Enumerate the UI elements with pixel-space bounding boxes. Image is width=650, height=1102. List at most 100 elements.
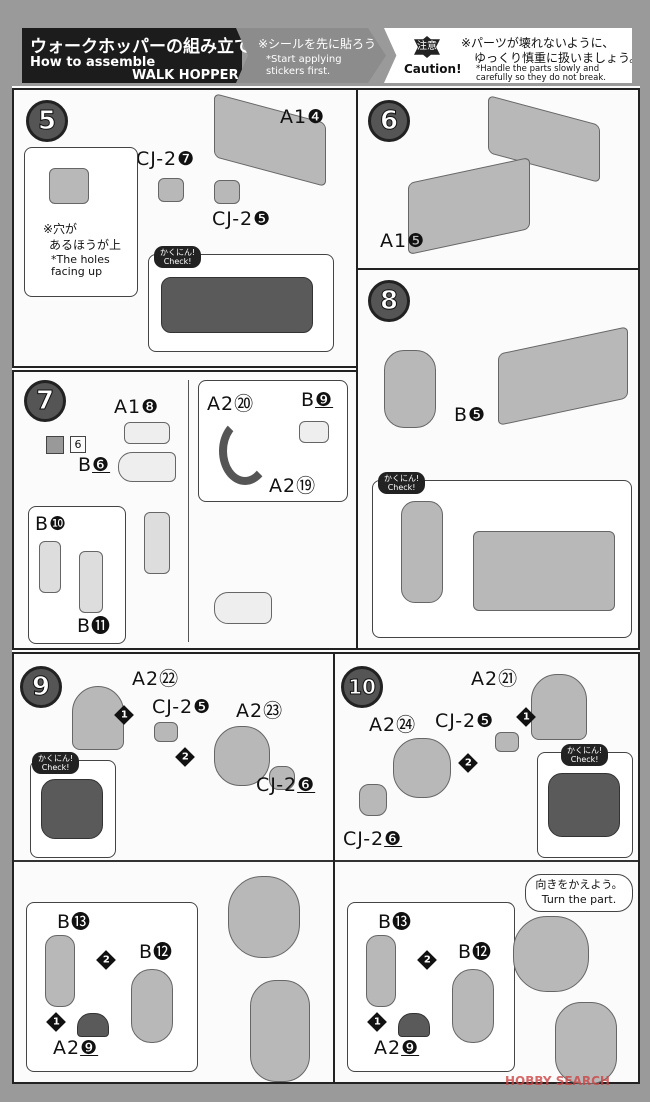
check-badge: かくにん!Check! xyxy=(378,472,426,494)
divider xyxy=(14,860,333,862)
horn-subassembly-box: A2⑳ B❾ A2⑲ xyxy=(198,380,348,502)
caution-en: *Handle the parts slowly and carefully s… xyxy=(476,64,606,83)
check-en: Check! xyxy=(570,755,599,764)
part-label: A1❺ xyxy=(380,230,426,252)
sticker-number: 6 xyxy=(70,436,86,453)
part-cj2-6 xyxy=(359,784,387,816)
part-leg xyxy=(250,980,310,1082)
part-a2-24 xyxy=(393,738,451,798)
part-label: A2㉔ xyxy=(369,714,417,736)
order-marker: 2 xyxy=(458,753,478,773)
leg-subassembly-box: B⓭ 2 B⓬ 1 A2❾ xyxy=(26,902,198,1072)
step-9-panel: 9 A2㉒ 1 CJ-2❺ A2㉓ 2 CJ-2❻ かくにん!Check! B⓭… xyxy=(12,652,335,1084)
check-jp: かくにん! xyxy=(160,248,196,257)
caution-label: Caution! xyxy=(404,62,462,76)
part-number: ❻ xyxy=(92,454,111,476)
title-en-2: WALK HOPPER xyxy=(132,68,239,83)
check-image-head xyxy=(401,501,443,603)
part-b13 xyxy=(45,935,75,1007)
check-jp: かくにん! xyxy=(38,754,74,763)
part-a2-20 xyxy=(219,417,271,485)
part-b6 xyxy=(118,452,176,482)
step-number: 8 xyxy=(368,280,410,322)
header-title-block: ウォークホッパーの組み立て How to assemble WALK HOPPE… xyxy=(22,28,251,83)
check-image xyxy=(548,773,620,837)
order-number: 1 xyxy=(52,1016,60,1027)
check-box xyxy=(372,480,632,638)
step-6-panel: 6 A1❺ xyxy=(356,88,640,270)
turn-note-en: Turn the part. xyxy=(541,893,617,906)
part-label-a2-9: A2❾ xyxy=(374,1037,419,1059)
order-number: 2 xyxy=(464,757,472,768)
check-jp: かくにん! xyxy=(567,746,603,755)
sticker-note-block: ※シールを先に貼ろう *Start applying stickers firs… xyxy=(236,28,386,83)
part-b12 xyxy=(131,969,173,1043)
check-en: Check! xyxy=(41,763,70,772)
part-cj2-5 xyxy=(214,180,240,204)
part-label: A1❹ xyxy=(280,106,326,128)
part-label: B⓭ xyxy=(57,911,92,933)
sticker-note-en: *Start applying stickers first. xyxy=(266,54,342,77)
subassembly-box: B❿ B⓫ xyxy=(28,506,126,644)
part-label: A2⑳ xyxy=(207,393,255,415)
step-number: 10 xyxy=(341,666,383,708)
part-a2-23 xyxy=(214,726,270,786)
divider xyxy=(335,860,638,862)
part-number: ❾ xyxy=(401,1037,420,1059)
part-a2-9 xyxy=(398,1013,430,1037)
order-number: 2 xyxy=(181,751,189,762)
sticker-icon xyxy=(46,436,64,454)
check-jp: かくにん! xyxy=(384,474,420,483)
step-5-panel: 5 A1❹ CJ-2❼ CJ-2❺ ※穴が あるほうが上 *The holes … xyxy=(12,88,358,368)
part-label: A2⑲ xyxy=(269,475,317,497)
order-number: 1 xyxy=(373,1016,381,1027)
part-cj2-7 xyxy=(158,178,184,202)
check-box xyxy=(148,254,334,352)
part-label: B⓭ xyxy=(378,911,413,933)
check-image xyxy=(41,779,103,839)
check-image xyxy=(161,277,313,333)
part-letter: CJ-2 xyxy=(256,774,298,796)
part-cj2-6 xyxy=(269,766,295,790)
part-b11 xyxy=(79,551,103,613)
part-letter: B xyxy=(78,454,93,476)
part-label-cj2-6: CJ-2❻ xyxy=(343,828,402,850)
part-head-assembled xyxy=(214,592,272,624)
part-head xyxy=(384,350,436,428)
part-number: ❻ xyxy=(384,828,403,850)
part-label: A2㉑ xyxy=(471,668,519,690)
step-8-panel: 8 B❺ かくにん!Check! xyxy=(356,268,640,650)
part-label: B❿ xyxy=(35,513,68,535)
divider xyxy=(188,380,189,642)
note-jp-2: あるほうが上 xyxy=(49,238,122,252)
step-number: 6 xyxy=(368,100,410,142)
turn-note-jp: 向きをかえよう。 xyxy=(535,878,623,891)
part-hip xyxy=(513,916,589,992)
part-a2-9 xyxy=(77,1013,109,1037)
watermark: HOBBY SEARCH xyxy=(505,1074,610,1088)
part-neck xyxy=(144,512,170,574)
part-cj2-5 xyxy=(495,732,519,752)
order-marker: 1 xyxy=(46,1012,66,1032)
part-letter: A2 xyxy=(374,1037,402,1059)
part-b10 xyxy=(39,541,61,593)
part-b12 xyxy=(452,969,494,1043)
part-number: ❻ xyxy=(297,774,316,796)
part-label-b: B❻ xyxy=(78,454,110,476)
caution-jp-2: ゆっくり慎重に扱いましょう。 xyxy=(474,51,642,65)
part-a2-21 xyxy=(531,674,587,740)
part-label: CJ-2❼ xyxy=(136,148,196,170)
caution-badge: 注意 xyxy=(414,36,440,58)
step-number: 5 xyxy=(26,100,68,142)
sticker-note-jp: ※シールを先に貼ろう xyxy=(258,37,377,51)
check-box xyxy=(30,760,116,858)
caution-block: 注意 Caution! ※パーツが壊れないように、 ゆっくり慎重に扱いましょう。… xyxy=(384,28,632,83)
part-label-a2-9: A2❾ xyxy=(53,1037,98,1059)
order-marker: 2 xyxy=(175,747,195,767)
check-badge: かくにん!Check! xyxy=(154,246,202,268)
part-letter: A2 xyxy=(53,1037,81,1059)
order-number: 1 xyxy=(522,711,530,722)
part-letter: B xyxy=(301,389,316,411)
part-a2-22 xyxy=(72,686,124,750)
note-en: *The holes facing up xyxy=(51,253,110,278)
